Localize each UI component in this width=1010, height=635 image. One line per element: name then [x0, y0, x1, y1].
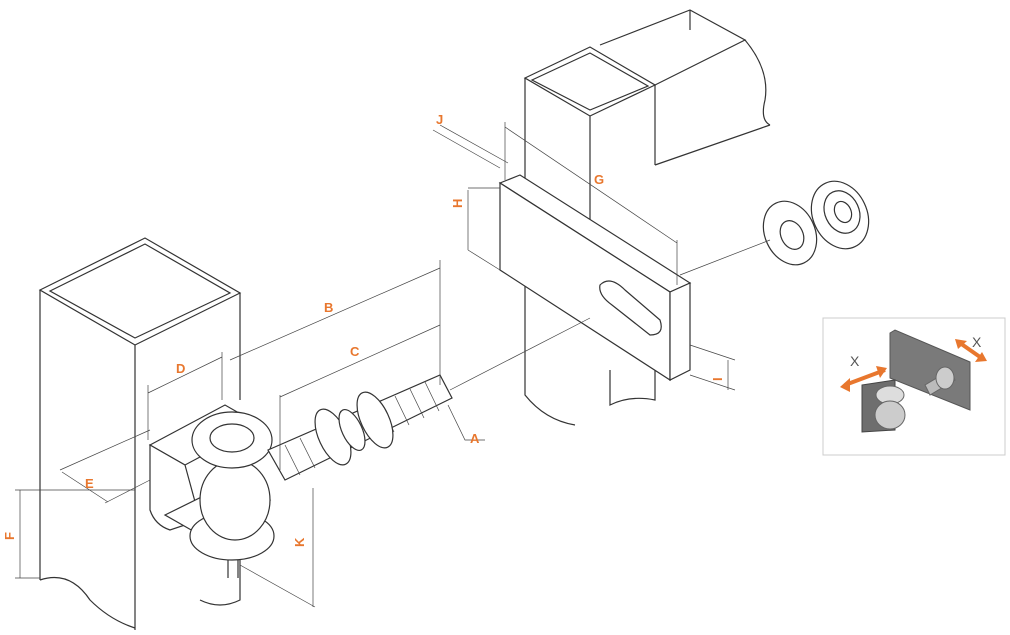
label-d: D — [176, 361, 185, 376]
label-g: G — [594, 172, 604, 187]
adjustment-inset: X X — [822, 317, 1006, 456]
washer — [762, 200, 818, 266]
mounting-plate — [498, 174, 692, 382]
threaded-bolt — [267, 374, 453, 481]
flange-nut — [810, 180, 870, 250]
left-post — [38, 237, 242, 630]
label-e: E — [85, 476, 94, 491]
label-i: I — [710, 377, 725, 381]
horizontal-rail — [599, 9, 771, 166]
inset-x-label-left: X — [850, 353, 860, 369]
label-c: C — [350, 344, 360, 359]
label-h: H — [450, 199, 465, 208]
hinge-eye — [189, 411, 275, 578]
inset-x-label-right: X — [972, 334, 982, 350]
label-f: F — [2, 532, 17, 540]
label-k: K — [292, 537, 307, 547]
dimension-lines — [15, 122, 736, 608]
label-b: B — [324, 300, 333, 315]
label-j: J — [436, 112, 443, 127]
label-a: A — [470, 431, 480, 446]
